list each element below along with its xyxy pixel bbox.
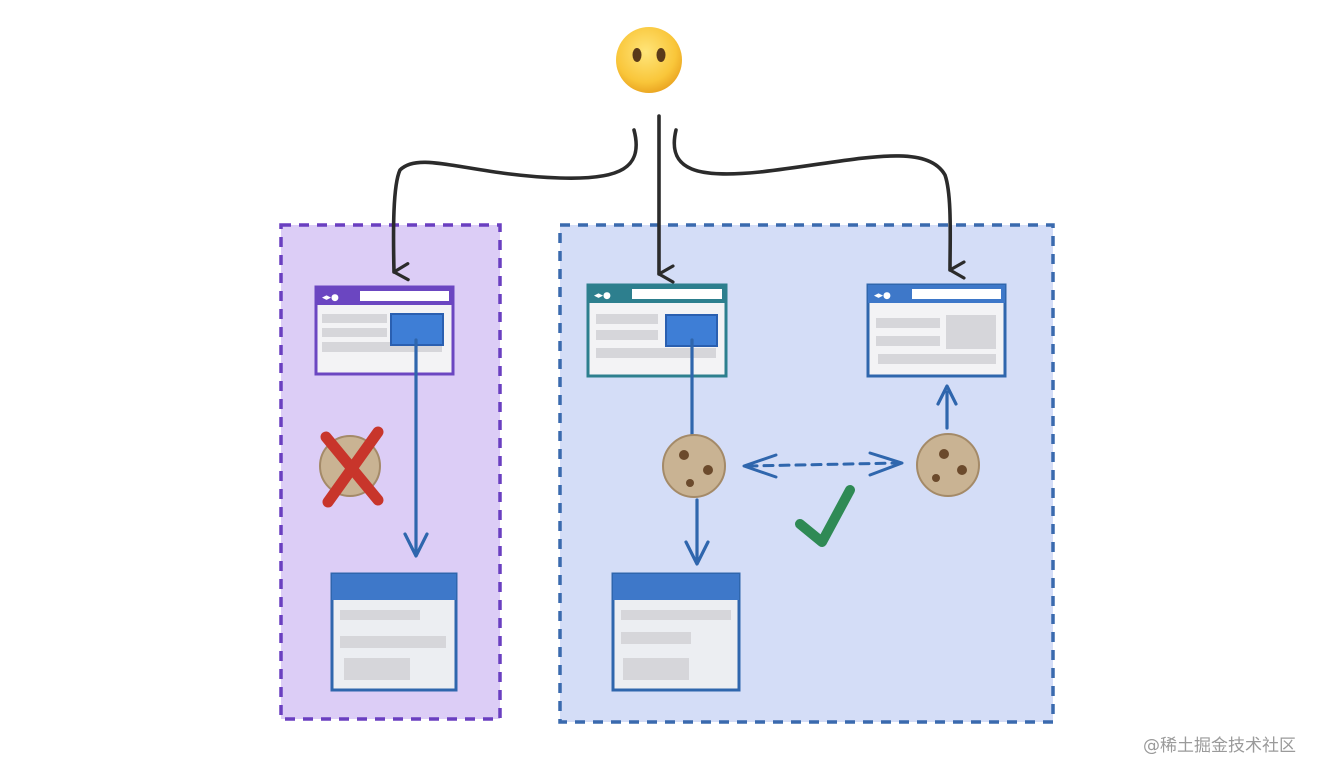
middle-target-window bbox=[611, 572, 741, 692]
middle-iframe-arrow bbox=[684, 338, 710, 566]
left-browser-window: ◂▸● bbox=[314, 285, 455, 376]
cookie-icon bbox=[916, 433, 980, 497]
svg-text:◂▸●: ◂▸● bbox=[594, 291, 611, 301]
arrow-to-left-site bbox=[391, 128, 638, 282]
left-iframe-arrow bbox=[403, 338, 429, 558]
cookie-share-arrow bbox=[742, 451, 904, 479]
arrow-to-right-site bbox=[672, 128, 966, 280]
svg-text:◂▸●: ◂▸● bbox=[322, 293, 339, 303]
cookie-icon bbox=[662, 434, 726, 498]
red-x-icon bbox=[320, 426, 384, 508]
watermark: @稀土掘金技术社区 bbox=[1143, 736, 1296, 756]
user-arrows bbox=[391, 114, 966, 284]
user-face-icon bbox=[616, 27, 682, 93]
left-target-window bbox=[330, 572, 458, 692]
blocked-cookie bbox=[319, 426, 384, 508]
middle-browser-window: ◂▸● bbox=[586, 283, 728, 378]
green-checkmark-icon bbox=[795, 485, 855, 547]
svg-text:◂▸●: ◂▸● bbox=[874, 291, 891, 301]
right-browser-window: ◂▸● bbox=[866, 283, 1007, 378]
right-up-arrow bbox=[936, 384, 958, 430]
